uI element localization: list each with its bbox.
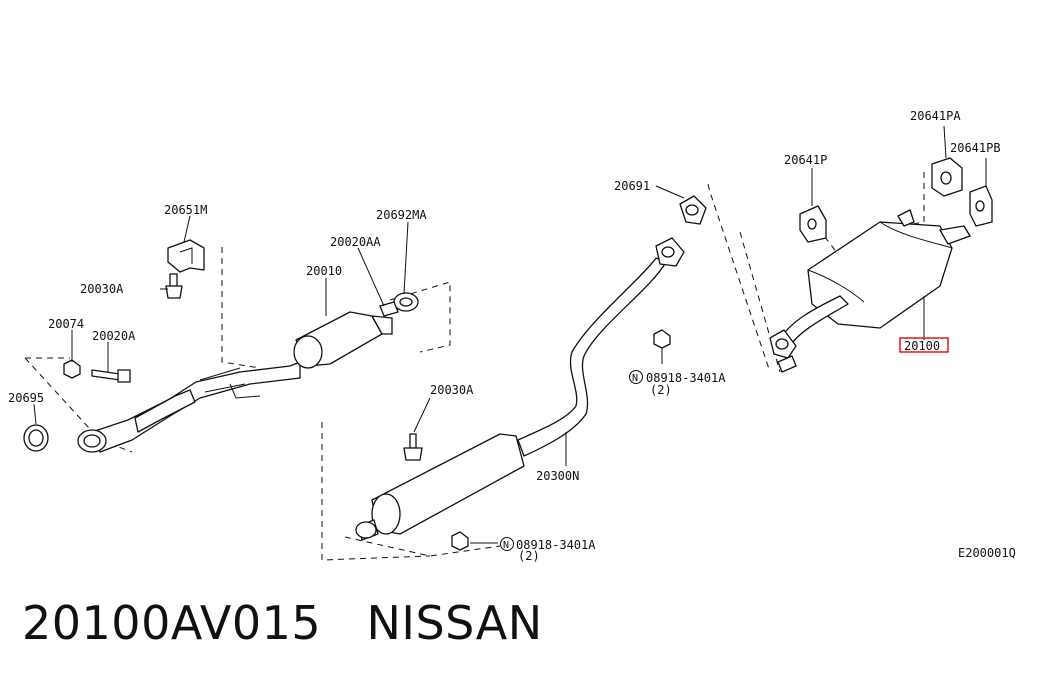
front-pipe-dashed-outline [221,247,261,369]
label-20020A: 20020A [92,329,136,343]
catalytic-converter-20010 [293,311,393,369]
label-08918-bottom-group: N 08918-3401A (2) [500,537,596,563]
nut-08918-3401A-bottom [451,531,469,551]
label-20010: 20010 [306,264,342,278]
bracket-20651M [167,239,205,273]
center-pipe-dashed-outline [707,183,771,373]
label-20074: 20074 [48,317,84,331]
bolt-20030A-left [165,273,183,299]
center-pipe-20300N [355,257,667,541]
label-08918-3401A-bottom: 08918-3401A [516,538,596,552]
gasket-20691 [679,195,707,225]
label-08918-top-group: N 08918-3401A (2) [629,370,726,397]
front-exhaust-pipe [77,361,301,453]
label-08918-3401A-top: 08918-3401A [646,371,726,385]
highlight-box-20100 [899,337,949,353]
stud-muffler-inlet [777,355,797,373]
bolt-20030A-middle [403,433,423,461]
catalyst-dashed-outline-2 [389,281,451,353]
nut-20074 [63,359,81,379]
hanger-20641P [799,205,827,243]
label-20695: 20695 [8,391,44,405]
label-20100: 20100 [904,339,940,353]
gasket-20695 [23,424,49,452]
gasket-20692MA [393,292,419,312]
hanger-20641PA [931,157,963,197]
stud-20020AA [379,301,399,317]
label-20692MA: 20692MA [376,208,427,222]
label-20030A-middle: 20030A [430,383,474,397]
main-muffler-20100 [769,209,971,359]
label-08918-qty-top: (2) [650,383,672,397]
label-20641PA: 20641PA [910,109,961,123]
label-20641PB: 20641PB [950,141,1001,155]
nut-08918-3401A-top [653,329,671,349]
label-08918-qty-bottom: (2) [518,549,540,563]
part-number-title: 20100AV015 NISSAN [22,596,543,650]
mount-dashed-outline [901,172,925,227]
label-20651M: 20651M [164,203,207,217]
hanger-20641PB [969,185,993,227]
label-20030A-left: 20030A [80,282,124,296]
nut-symbol-bottom: N [503,540,509,551]
flange-center-pipe [655,237,685,267]
label-20641P: 20641P [784,153,827,167]
gasket-dashed-outline [344,536,501,557]
catalyst-dashed-outline [321,422,431,561]
label-20691: 20691 [614,179,650,193]
label-20020AA: 20020AA [330,235,381,249]
label-20300N: 20300N [536,469,579,483]
nut-symbol-top: N [632,373,638,384]
stud-20020A [91,369,131,383]
diagram-code: E200001Q [958,546,1016,560]
